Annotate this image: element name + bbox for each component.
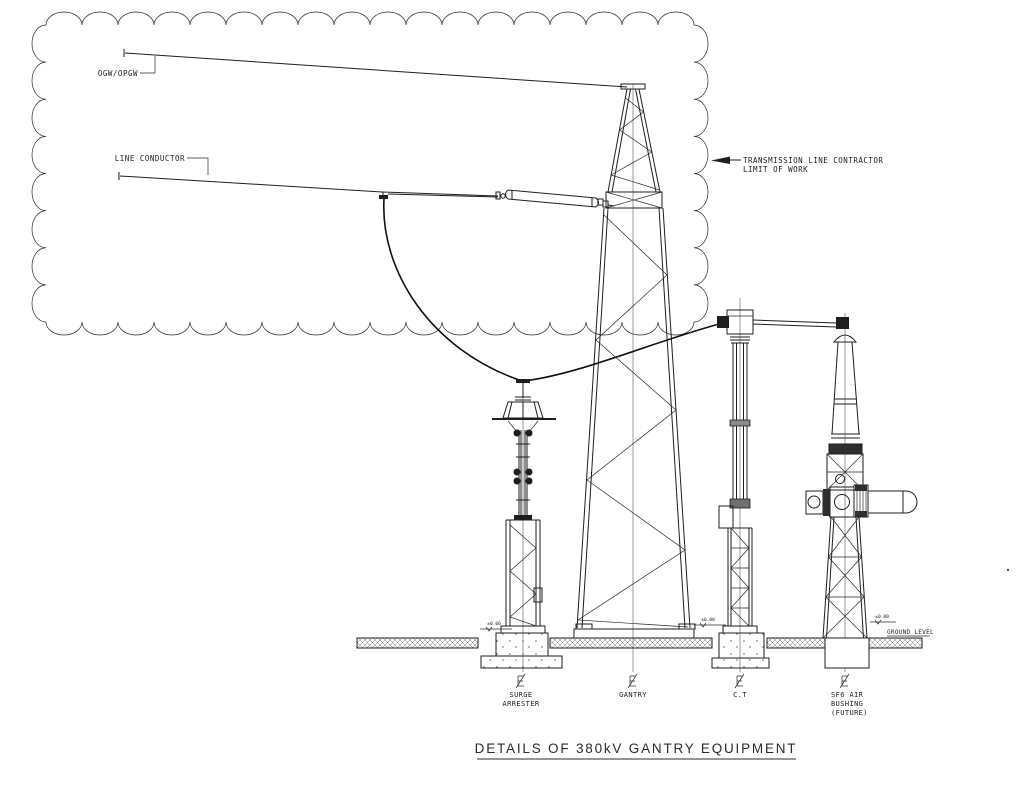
datum-marker-surge-arrester: ±0.00: [480, 621, 512, 632]
revision-cloud-path: [31, 11, 709, 336]
elevation-markers: ±0.00 ±0.00 ±0.00 GROUND LEVEL: [480, 614, 934, 637]
ground-hatch-band: [356, 637, 923, 649]
line-conductor: LINE CONDUCTOR: [115, 154, 499, 197]
datum-tick-icon: [485, 626, 493, 632]
ogw-wire: OGW/OPGW: [98, 49, 628, 88]
ct-label: C.T: [733, 691, 747, 699]
gantry-tower: [573, 83, 696, 639]
line-conductor-callout: LINE CONDUCTOR: [115, 154, 209, 175]
limit-of-work-line1: TRANSMISSION LINE CONTRACTOR: [743, 156, 883, 165]
sf6-foundation: [824, 637, 870, 669]
surge-arrester-label-2: ARRESTER: [503, 700, 540, 708]
sf6-air-bushing: [805, 317, 918, 639]
ct-foundation: [711, 632, 770, 669]
equipment-labels: SURGE ARRESTER GANTRY C.T SF6 AIR BUSHIN…: [503, 691, 868, 717]
elevation-value: ±0.00: [701, 617, 715, 623]
datum-tick-icon: [874, 619, 882, 625]
surge-arrester-label-1: SURGE: [509, 691, 532, 699]
limit-of-work-callout: TRANSMISSION LINE CONTRACTOR LIMIT OF WO…: [711, 156, 883, 174]
centerline-icon: [839, 673, 850, 689]
centerline-icon: [515, 673, 526, 689]
revision-cloud: [31, 11, 709, 336]
centerline-icon: [627, 673, 638, 689]
line-conductor-label: LINE CONDUCTOR: [115, 154, 185, 163]
datum-tick-icon: [699, 622, 707, 628]
centerline-icon: [734, 673, 745, 689]
ground-level-label: GROUND LEVEL: [887, 629, 934, 636]
datum-marker-ct: ±0.00: [694, 617, 726, 628]
foundations: [480, 632, 870, 669]
centerline-symbols: [515, 673, 850, 689]
bus-conductor: [752, 319, 837, 328]
jumper-cable: [379, 192, 720, 382]
elevation-value: ±0.00: [487, 621, 501, 627]
surge-arrester: [492, 379, 556, 634]
sf6-label-2: BUSHING: [831, 700, 863, 708]
ogw-callout: OGW/OPGW: [98, 56, 156, 78]
jumper-clamp: [379, 195, 388, 199]
ct-jumper-clamp: [717, 316, 729, 328]
elevation-value: ±0.00: [875, 614, 889, 620]
ground-level-callout: GROUND LEVEL: [887, 629, 934, 637]
drawing-title: DETAILS OF 380kV GANTRY EQUIPMENT: [475, 741, 798, 756]
drawing-title-block: DETAILS OF 380kV GANTRY EQUIPMENT: [475, 741, 798, 760]
gantry-label: GANTRY: [619, 691, 647, 699]
limit-of-work-line2: LIMIT OF WORK: [743, 165, 808, 174]
stray-mark: [1006, 568, 1010, 572]
ogw-label: OGW/OPGW: [98, 69, 138, 78]
surge-arrester-foundation: [480, 632, 563, 669]
leader-arrow-icon: [711, 156, 730, 164]
datum-marker-sf6: ±0.00: [870, 614, 896, 625]
sf6-label-3: (FUTURE): [831, 709, 868, 717]
sf6-label-1: SF6 AIR: [831, 691, 864, 699]
insulator-string: [387, 189, 615, 208]
current-transformer: [717, 309, 758, 634]
sf6-bus-clamp: [836, 317, 849, 329]
